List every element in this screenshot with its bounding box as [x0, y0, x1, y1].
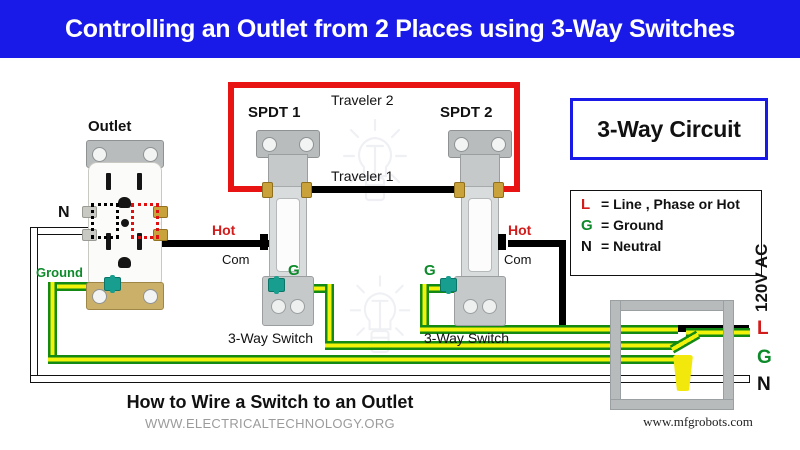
legend-key-l: L: [581, 196, 591, 213]
circuit-type-title: 3-Way Circuit: [597, 115, 741, 142]
legend-row-neutral: N = Neutral: [581, 238, 761, 255]
switch1-ground-label: G: [288, 262, 300, 279]
receptacle-ground-screw: [104, 275, 121, 293]
supply-junction-box: [610, 300, 734, 410]
legend-row-ground: G = Ground: [581, 217, 761, 234]
switch1-traveler-screw-left: [262, 182, 273, 198]
ground-wire-outlet-vertical: [48, 282, 57, 364]
duplex-receptacle: [78, 140, 170, 310]
legend-key-n: N: [581, 238, 592, 255]
neutral-wire-left-vertical: [30, 227, 38, 383]
junction-box-bottom: [610, 399, 734, 410]
switch1-hot-label: Hot: [212, 222, 236, 238]
hot-wire-outlet-to-switch1: [158, 240, 270, 247]
legend-text-n: = Neutral: [601, 238, 662, 254]
switch1-name: SPDT 1: [248, 104, 301, 121]
supply-ground-label: G: [757, 347, 772, 368]
switch1-com-screw: [260, 234, 268, 250]
outlet-neutral-label: N: [58, 204, 70, 221]
legend-box: L = Line , Phase or Hot G = Ground N = N…: [570, 190, 762, 276]
neutral-wire-bottom: [30, 375, 750, 383]
legend-row-line: L = Line , Phase or Hot: [581, 196, 761, 213]
ground-wire-bottom-outlet: [48, 355, 678, 364]
switch2-ground-screw: [440, 276, 457, 294]
receptacle-face-top: [95, 169, 155, 225]
outlet-ground-label: Ground: [36, 265, 83, 280]
ground-wire-bottom-switch2: [420, 325, 678, 334]
switch1-caption: 3-Way Switch: [228, 330, 314, 346]
receptacle-body: [82, 162, 168, 288]
traveler-2-left-stub: [228, 186, 270, 192]
footer-site: WWW.ELECTRICALTECHNOLOGY.ORG: [145, 416, 395, 431]
hot-wire-switch2-vertical: [559, 240, 566, 332]
legend-key-g: G: [581, 217, 593, 234]
supply-neutral-label: N: [757, 374, 771, 395]
switch2-caption: 3-Way Switch: [424, 330, 510, 346]
switch2-traveler-screw-left: [454, 182, 465, 198]
traveler-2-label: Traveler 2: [331, 92, 394, 108]
title-banner: Controlling an Outlet from 2 Places usin…: [0, 0, 800, 58]
ground-wire-switch1-vertical: [325, 284, 334, 350]
hot-tab-marker: [131, 203, 159, 239]
junction-box-right: [723, 300, 734, 410]
switch1-traveler-screw-right: [301, 182, 312, 198]
switch2-ground-label: G: [424, 262, 436, 279]
switch1-toggle-lever[interactable]: [276, 198, 300, 272]
switch2-hot-label: Hot: [508, 222, 532, 238]
switch2-name: SPDT 2: [440, 104, 493, 121]
circuit-type-box: 3-Way Circuit: [570, 98, 768, 160]
switch2-lower-plate: [454, 276, 506, 326]
ground-wire-to-supply: [686, 328, 750, 337]
switch-spdt-1[interactable]: [256, 130, 320, 326]
traveler-2-wire: [228, 82, 520, 192]
traveler-1-wire: [268, 186, 480, 193]
legend-text-g: = Ground: [601, 217, 664, 233]
switch-spdt-2[interactable]: [448, 130, 512, 326]
supply-line-label: L: [757, 318, 769, 339]
hot-wire-switch2-horizontal: [508, 240, 566, 247]
switch2-com-label: Com: [504, 252, 532, 267]
switch2-toggle-lever[interactable]: [468, 198, 492, 272]
switch1-yoke-top: [256, 130, 320, 158]
banner-title: Controlling an Outlet from 2 Places usin…: [65, 14, 735, 43]
legend-text-l: = Line , Phase or Hot: [601, 196, 740, 212]
junction-box-top: [610, 300, 734, 311]
receptacle-strap-bottom: [86, 282, 164, 310]
ground-wire-outlet-stub: [48, 282, 106, 291]
wire-nut: [673, 355, 693, 391]
switch1-ground-screw: [268, 276, 285, 294]
switch2-yoke-top: [448, 130, 512, 158]
neutral-tab-marker: [91, 203, 119, 239]
switch1-com-label: Com: [222, 252, 250, 267]
supply-voltage-label: 120V AC: [752, 243, 771, 312]
receptacle-face-bottom: [95, 229, 155, 285]
ground-wire-bottom-switch1: [325, 341, 678, 350]
switch2-com-screw: [498, 234, 506, 250]
outlet-title: Outlet: [88, 118, 132, 135]
ground-wire-switch2-vertical: [420, 284, 429, 334]
switch2-traveler-screw-right: [493, 182, 504, 198]
footer-caption: How to Wire a Switch to an Outlet: [126, 392, 414, 412]
junction-box-left: [610, 300, 621, 410]
traveler-1-label: Traveler 1: [331, 168, 394, 184]
footer-watermark: www.mfgrobots.com: [643, 414, 753, 429]
